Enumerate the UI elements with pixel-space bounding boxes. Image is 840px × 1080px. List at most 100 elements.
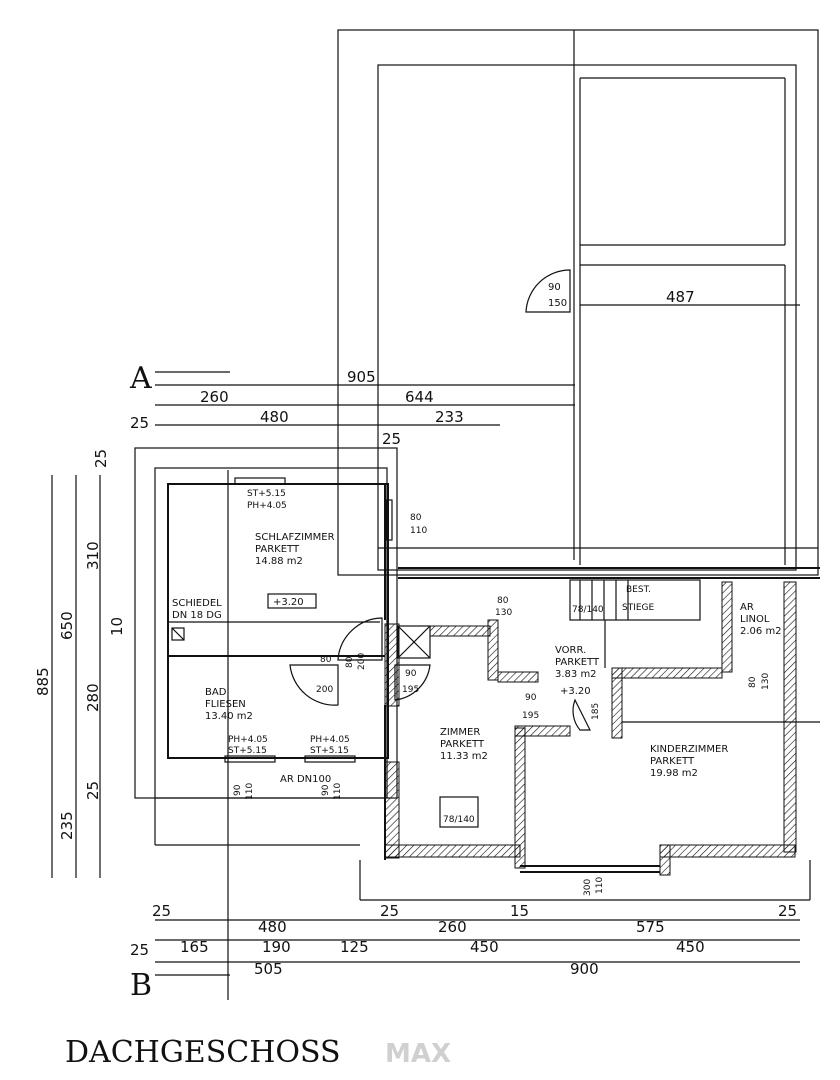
dim-top: 260 xyxy=(200,388,229,406)
watermark-text: MAX xyxy=(385,1039,451,1069)
svg-text:ST+5.15: ST+5.15 xyxy=(228,746,267,756)
opening-label: 80 xyxy=(345,656,355,668)
door-swings xyxy=(289,617,591,731)
opening-label: 195 xyxy=(402,685,419,695)
svg-text:2.06 m2: 2.06 m2 xyxy=(740,626,782,637)
opening-label: 78/140 xyxy=(572,605,604,615)
upper-building-outline xyxy=(337,29,819,576)
window-height-label: ST+5.15 PH+4.05 xyxy=(247,489,287,511)
dim-left: 650 xyxy=(58,611,76,640)
opening-label: 90 xyxy=(321,784,331,796)
dim-bottom: 25 xyxy=(152,902,171,920)
svg-text:PH+4.05: PH+4.05 xyxy=(247,501,287,511)
room-label: BAD FLIESEN 13.40 m2 xyxy=(205,687,253,722)
svg-text:PH+4.05: PH+4.05 xyxy=(228,735,268,745)
dim-bottom: 900 xyxy=(570,960,599,978)
section-marker-b: B xyxy=(130,968,152,1003)
window-height-label: PH+4.05 ST+5.15 xyxy=(310,735,350,756)
dim-left: 10 xyxy=(108,617,126,636)
opening-label: 90 xyxy=(525,693,537,703)
svg-text:DN 18 DG: DN 18 DG xyxy=(172,610,222,621)
opening-label: 110 xyxy=(245,783,255,800)
opening-label: 300 xyxy=(583,879,593,896)
svg-text:SCHLAFZIMMER: SCHLAFZIMMER xyxy=(255,532,335,543)
dimension-lines xyxy=(51,371,800,976)
dim-bottom: 505 xyxy=(254,960,283,978)
svg-text:ZIMMER: ZIMMER xyxy=(440,727,480,738)
opening-label: 200 xyxy=(357,653,367,670)
dim-bottom: 165 xyxy=(180,938,209,956)
opening-label: 90 xyxy=(548,282,561,293)
dim-left: 25 xyxy=(92,449,110,468)
opening-label: 80 xyxy=(748,676,758,688)
svg-text:VORR.: VORR. xyxy=(555,645,586,656)
dim-top: 644 xyxy=(405,388,434,406)
opening-label: 130 xyxy=(761,673,771,690)
opening-label: 110 xyxy=(333,783,343,800)
opening-label: 195 xyxy=(522,711,539,721)
svg-text:11.33 m2: 11.33 m2 xyxy=(440,751,488,762)
svg-text:BAD: BAD xyxy=(205,687,227,698)
svg-text:LINOL: LINOL xyxy=(740,614,770,625)
room-label: ZIMMER PARKETT 11.33 m2 xyxy=(440,727,488,762)
svg-text:19.98 m2: 19.98 m2 xyxy=(650,768,698,779)
svg-text:PARKETT: PARKETT xyxy=(255,544,300,555)
opening-label: 78/140 xyxy=(443,815,475,825)
dim-left: 280 xyxy=(84,683,102,712)
dim-top: 25 xyxy=(382,430,401,448)
room-label: VORR. PARKETT 3.83 m2 xyxy=(555,645,600,680)
opening-label: 80 xyxy=(410,513,422,523)
window-height-label: PH+4.05 ST+5.15 xyxy=(228,735,268,756)
room-label: SCHLAFZIMMER PARKETT 14.88 m2 xyxy=(255,532,335,567)
opening-label: 80 xyxy=(497,596,509,606)
room-label: AR DN100 xyxy=(280,774,331,785)
dim-bottom: 260 xyxy=(438,918,467,936)
opening-label: 90 xyxy=(405,669,417,679)
window-marks xyxy=(224,477,393,763)
outer-walls xyxy=(134,447,820,1000)
opening-label: 130 xyxy=(495,608,512,618)
dim-top: 233 xyxy=(435,408,464,426)
opening-label: 90 xyxy=(233,784,243,796)
dim-top: 487 xyxy=(666,288,695,306)
svg-text:ST+5.15: ST+5.15 xyxy=(247,489,286,499)
opening-label: 110 xyxy=(595,877,605,894)
dim-left: 235 xyxy=(58,811,76,840)
opening-label: 200 xyxy=(316,685,333,695)
svg-text:BEST.: BEST. xyxy=(626,585,651,595)
dim-bottom: 450 xyxy=(676,938,705,956)
svg-text:PH+4.05: PH+4.05 xyxy=(310,735,350,745)
dim-bottom: 190 xyxy=(262,938,291,956)
dim-top: 905 xyxy=(347,368,376,386)
dim-bottom: 450 xyxy=(470,938,499,956)
opening-label: 110 xyxy=(410,526,427,536)
svg-text:FLIESEN: FLIESEN xyxy=(205,699,246,710)
room-label: BEST. STIEGE xyxy=(622,585,655,613)
dim-bottom: 15 xyxy=(510,902,529,920)
dim-bottom: 575 xyxy=(636,918,665,936)
svg-text:ST+5.15: ST+5.15 xyxy=(310,746,349,756)
section-marker-a: A xyxy=(129,361,152,396)
svg-text:STIEGE: STIEGE xyxy=(622,603,655,613)
svg-text:14.88 m2: 14.88 m2 xyxy=(255,556,303,567)
dim-bottom: 25 xyxy=(130,941,149,959)
svg-text:13.40 m2: 13.40 m2 xyxy=(205,711,253,722)
dim-bottom: 25 xyxy=(778,902,797,920)
room-label: SCHIEDEL DN 18 DG xyxy=(172,598,222,621)
dim-left: 310 xyxy=(84,541,102,570)
drawing-title: DACHGESCHOSS xyxy=(65,1035,341,1070)
svg-text:PARKETT: PARKETT xyxy=(440,739,485,750)
dim-bottom: 25 xyxy=(380,902,399,920)
dim-left: 25 xyxy=(84,781,102,800)
opening-label: 150 xyxy=(548,298,567,309)
dim-top: 25 xyxy=(130,414,149,432)
level-marker: +3.20 xyxy=(273,597,304,608)
room-label: KINDERZIMMER PARKETT 19.98 m2 xyxy=(650,744,728,779)
svg-text:3.83 m2: 3.83 m2 xyxy=(555,669,597,680)
opening-label: 80 xyxy=(320,655,332,665)
dim-left: 885 xyxy=(34,667,52,696)
svg-text:PARKETT: PARKETT xyxy=(650,756,695,767)
room-label: AR LINOL 2.06 m2 xyxy=(740,602,782,637)
level-marker: +3.20 xyxy=(560,686,591,697)
